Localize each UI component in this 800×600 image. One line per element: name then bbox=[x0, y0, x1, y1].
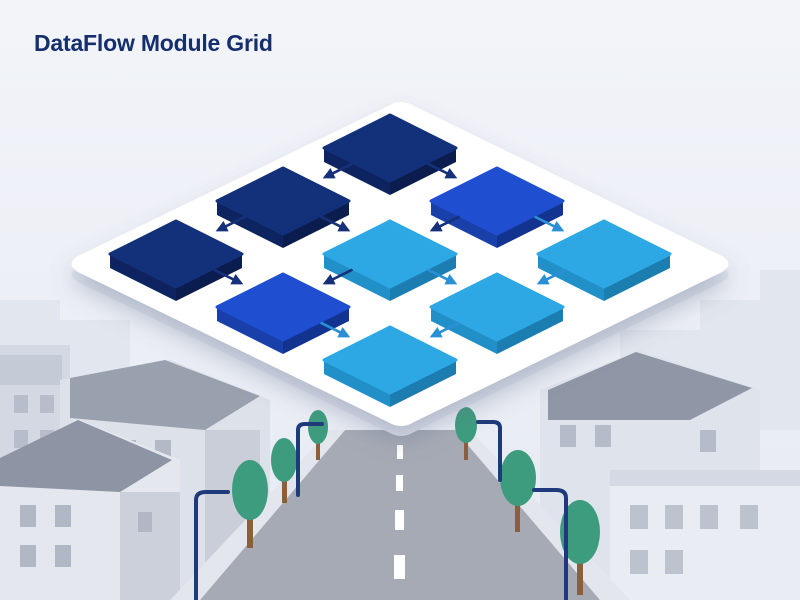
module-block-r1c1[interactable] bbox=[322, 219, 458, 301]
module-block-r2c0[interactable] bbox=[108, 219, 244, 301]
module-block-icon bbox=[322, 113, 458, 183]
module-side-left bbox=[324, 148, 390, 195]
module-block-r0c1[interactable] bbox=[429, 166, 565, 248]
tree-icon bbox=[232, 460, 268, 548]
module-side-left bbox=[324, 254, 390, 301]
module-side-right bbox=[390, 148, 456, 195]
module-side-left bbox=[110, 254, 176, 301]
module-block-r0c0[interactable] bbox=[322, 113, 458, 195]
module-block-icon bbox=[215, 166, 351, 236]
module-side-left bbox=[538, 254, 604, 301]
tree-icon bbox=[500, 450, 536, 532]
module-block-icon bbox=[429, 272, 565, 342]
module-block-r1c0[interactable] bbox=[215, 166, 351, 248]
street-lamp-icon bbox=[532, 488, 568, 600]
modules-layer bbox=[108, 113, 672, 407]
module-side-left bbox=[431, 307, 497, 354]
flow-arrow-icon bbox=[320, 215, 351, 232]
module-block-icon bbox=[322, 325, 458, 395]
flow-arrow-icon bbox=[536, 268, 567, 285]
tree-icon bbox=[455, 407, 477, 460]
module-side-left bbox=[217, 201, 283, 248]
flow-arrow-icon bbox=[215, 215, 246, 232]
flow-arrow-icon bbox=[534, 215, 565, 232]
module-block-icon bbox=[536, 219, 672, 289]
module-block-r2c2[interactable] bbox=[322, 325, 458, 407]
module-side-left bbox=[431, 201, 497, 248]
street-lamp-icon bbox=[296, 422, 324, 497]
module-block-icon bbox=[215, 272, 351, 342]
module-block-r1c2[interactable] bbox=[429, 272, 565, 354]
connections-layer bbox=[213, 162, 567, 338]
module-side-left bbox=[324, 360, 390, 407]
flow-arrow-icon bbox=[427, 162, 458, 179]
module-block-icon bbox=[429, 166, 565, 236]
tree-icon bbox=[308, 410, 328, 460]
flow-arrow-icon bbox=[429, 215, 460, 232]
flow-arrow-icon bbox=[429, 321, 460, 338]
tree-icon bbox=[560, 500, 600, 595]
module-block-r2c1[interactable] bbox=[215, 272, 351, 354]
tree-icon bbox=[271, 438, 297, 503]
module-block-icon bbox=[108, 219, 244, 289]
module-side-right bbox=[497, 201, 563, 248]
module-side-right bbox=[176, 254, 242, 301]
flow-arrow-icon bbox=[427, 268, 458, 285]
flow-arrow-icon bbox=[320, 321, 351, 338]
flow-arrow-icon bbox=[322, 162, 353, 179]
street-lamp-icon bbox=[194, 490, 230, 600]
module-block-r0c2[interactable] bbox=[536, 219, 672, 301]
module-side-right bbox=[283, 201, 349, 248]
building-icon bbox=[0, 420, 180, 600]
module-side-right bbox=[390, 360, 456, 407]
flow-arrow-icon bbox=[213, 268, 244, 285]
module-side-right bbox=[604, 254, 670, 301]
building-icon bbox=[610, 470, 800, 600]
module-block-icon bbox=[322, 219, 458, 289]
page-title: DataFlow Module Grid bbox=[34, 30, 273, 56]
module-side-right bbox=[283, 307, 349, 354]
module-side-right bbox=[390, 254, 456, 301]
module-side-right bbox=[497, 307, 563, 354]
street-lamp-icon bbox=[476, 420, 502, 482]
module-side-left bbox=[217, 307, 283, 354]
flow-arrow-icon bbox=[322, 268, 353, 285]
